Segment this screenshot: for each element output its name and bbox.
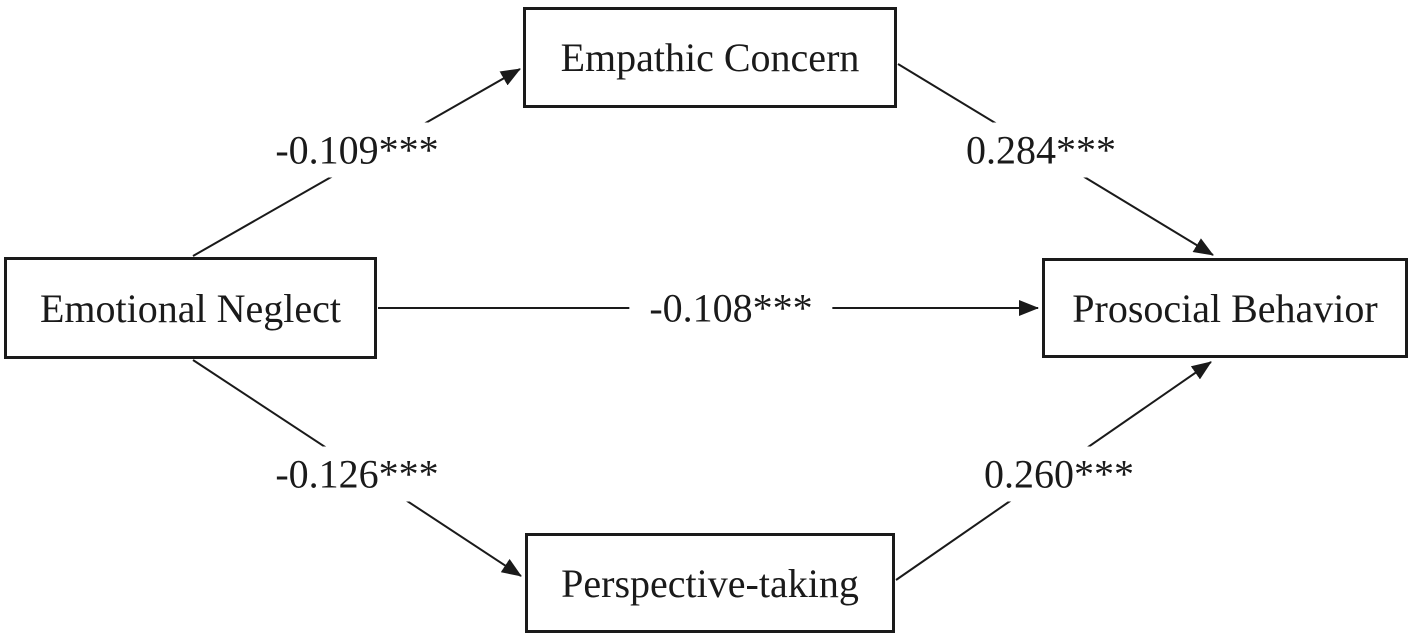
coefficient-empathic-concern-prosocial-behavior: 0.284***	[946, 122, 1136, 178]
node-prosocial-behavior: Prosocial Behavior	[1042, 258, 1408, 358]
node-emotional-neglect-label: Emotional Neglect	[39, 285, 341, 331]
node-prosocial-behavior-label: Prosocial Behavior	[1072, 285, 1378, 331]
node-perspective-taking-label: Perspective-taking	[561, 560, 859, 606]
node-empathic-concern: Empathic Concern	[523, 7, 897, 108]
node-perspective-taking: Perspective-taking	[525, 533, 895, 633]
coefficient-perspective-taking-prosocial-behavior: 0.260***	[964, 446, 1154, 502]
coefficient-emotional-neglect-empathic-concern: -0.109***	[255, 122, 459, 178]
node-emotional-neglect: Emotional Neglect	[4, 257, 377, 359]
node-empathic-concern-label: Empathic Concern	[560, 35, 860, 80]
coefficient-emotional-neglect-perspective-taking: -0.126***	[255, 446, 459, 502]
coefficient-emotional-neglect-prosocial-behavior: -0.108***	[629, 280, 833, 336]
